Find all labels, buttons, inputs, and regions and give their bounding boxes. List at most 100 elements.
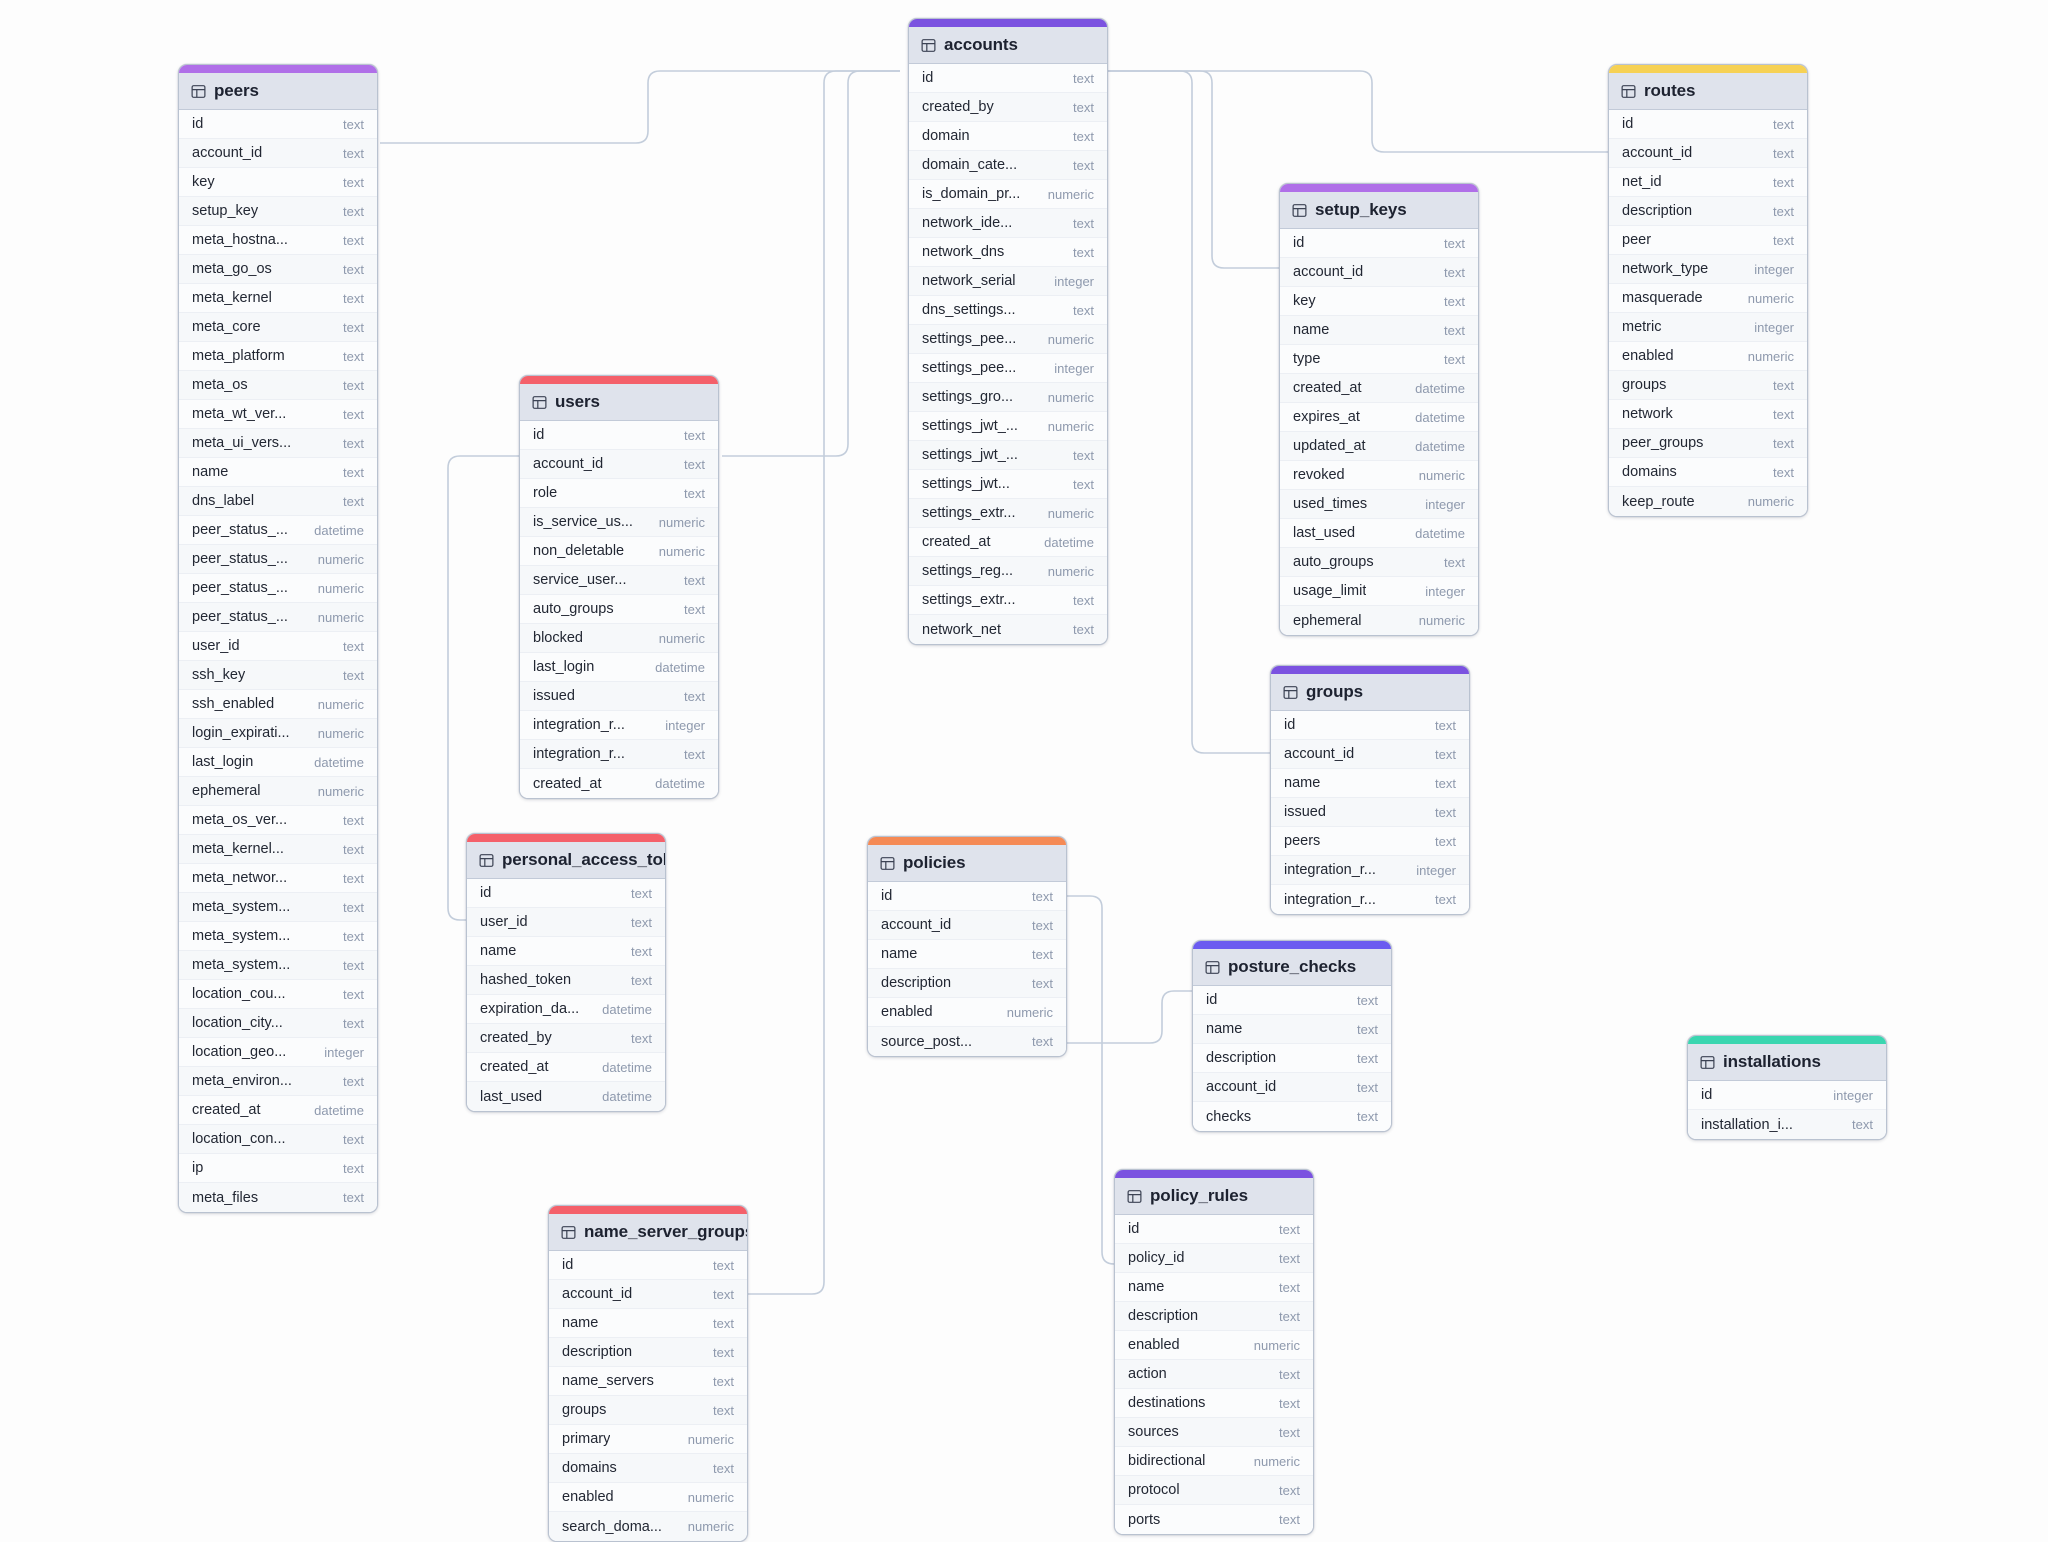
field-row[interactable]: integration_r...text [520, 740, 718, 769]
field-row[interactable]: service_user...text [520, 566, 718, 595]
field-row[interactable]: dns_settings...text [909, 296, 1107, 325]
table-header-personal_access_tokens[interactable]: personal_access_tokens [467, 842, 665, 879]
field-row[interactable]: meta_environ...text [179, 1067, 377, 1096]
field-row[interactable]: expiration_da...datetime [467, 995, 665, 1024]
field-row[interactable]: peer_status_...numeric [179, 545, 377, 574]
field-row[interactable]: integration_r...text [1271, 885, 1469, 914]
field-row[interactable]: location_cou...text [179, 980, 377, 1009]
field-row[interactable]: meta_wt_ver...text [179, 400, 377, 429]
field-row[interactable]: settings_gro...numeric [909, 383, 1107, 412]
field-row[interactable]: peer_status_...datetime [179, 516, 377, 545]
table-header-users[interactable]: users [520, 384, 718, 421]
field-row[interactable]: settings_reg...numeric [909, 557, 1107, 586]
field-row[interactable]: location_geo...integer [179, 1038, 377, 1067]
table-header-routes[interactable]: routes [1609, 73, 1807, 110]
field-row[interactable]: meta_system...text [179, 922, 377, 951]
field-row[interactable]: meta_system...text [179, 893, 377, 922]
field-row[interactable]: network_ide...text [909, 209, 1107, 238]
field-row[interactable]: peer_status_...numeric [179, 603, 377, 632]
field-row[interactable]: settings_pee...integer [909, 354, 1107, 383]
table-header-groups[interactable]: groups [1271, 674, 1469, 711]
field-row[interactable]: source_post...text [868, 1027, 1066, 1056]
table-header-policy_rules[interactable]: policy_rules [1115, 1178, 1313, 1215]
field-row[interactable]: settings_pee...numeric [909, 325, 1107, 354]
field-row[interactable]: meta_ui_vers...text [179, 429, 377, 458]
table-card-personal_access_tokens[interactable]: personal_access_tokensidtextuser_idtextn… [466, 833, 666, 1112]
table-header-name_server_groups[interactable]: name_server_groups [549, 1214, 747, 1251]
field-row[interactable]: settings_extr...numeric [909, 499, 1107, 528]
table-header-accounts[interactable]: accounts [909, 27, 1107, 64]
field-row[interactable]: meta_system...text [179, 951, 377, 980]
table-header-setup_keys[interactable]: setup_keys [1280, 192, 1478, 229]
table-header-peers[interactable]: peers [179, 73, 377, 110]
field-row[interactable]: integration_r...integer [520, 711, 718, 740]
table-header-posture_checks[interactable]: posture_checks [1193, 949, 1391, 986]
